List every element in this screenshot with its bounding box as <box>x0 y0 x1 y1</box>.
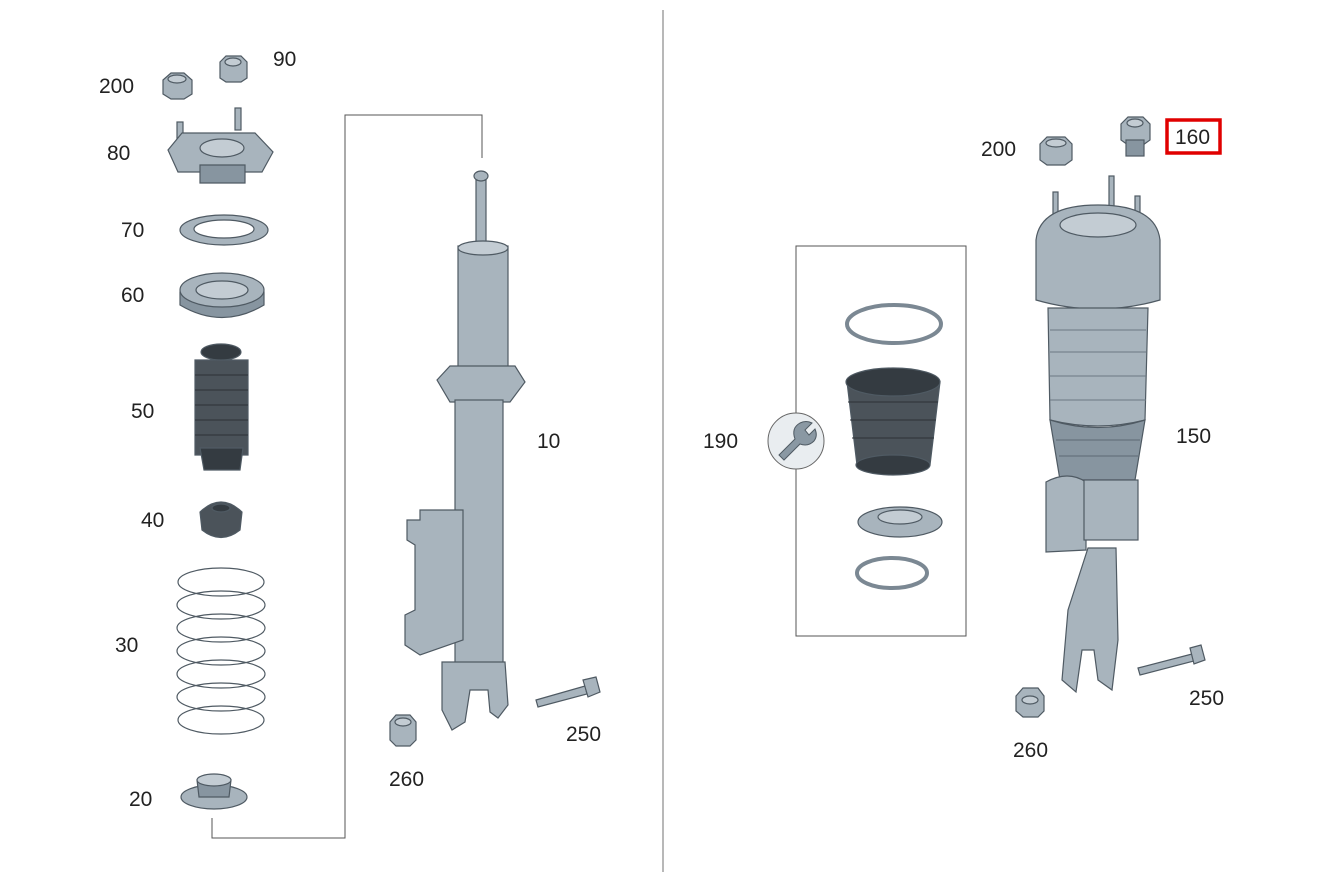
part-250-bolt-left[interactable] <box>535 676 601 708</box>
part-190-clamp-ring-lower[interactable] <box>855 556 929 590</box>
part-60-spring-pad[interactable] <box>179 272 265 319</box>
label-50: 50 <box>131 400 154 423</box>
part-200-nut-left[interactable] <box>162 72 193 100</box>
part-190-clamp-ring-upper[interactable] <box>845 303 943 345</box>
label-250-left: 250 <box>566 723 601 746</box>
part-260-nut-right[interactable] <box>1015 687 1045 718</box>
label-40: 40 <box>141 509 164 532</box>
assembly-bracket-line <box>211 114 483 839</box>
part-40-bump-stop[interactable] <box>199 501 243 539</box>
part-160-nut[interactable] <box>1120 116 1151 157</box>
part-190-bellows[interactable] <box>845 367 941 476</box>
label-160-highlight-box <box>1165 118 1222 155</box>
part-190-seat-ring[interactable] <box>857 506 943 538</box>
part-10-shock-absorber[interactable] <box>404 170 526 731</box>
label-260-left: 260 <box>389 768 424 791</box>
label-80: 80 <box>107 142 130 165</box>
label-10: 10 <box>537 430 560 453</box>
label-160[interactable]: 160 <box>1175 126 1210 149</box>
part-260-nut-left[interactable] <box>389 714 417 747</box>
part-70-washer[interactable] <box>179 214 269 246</box>
label-200-left: 200 <box>99 75 134 98</box>
label-60: 60 <box>121 284 144 307</box>
label-20: 20 <box>129 788 152 811</box>
label-190: 190 <box>703 430 738 453</box>
label-30: 30 <box>115 634 138 657</box>
wrench-icon[interactable] <box>767 412 825 470</box>
part-30-coil-spring[interactable] <box>176 567 266 735</box>
part-90-nut[interactable] <box>219 55 248 83</box>
label-150: 150 <box>1176 425 1211 448</box>
label-200-right: 200 <box>981 138 1016 161</box>
label-260-right: 260 <box>1013 739 1048 762</box>
part-150-air-strut[interactable] <box>1035 175 1161 694</box>
label-70: 70 <box>121 219 144 242</box>
label-250-right: 250 <box>1189 687 1224 710</box>
part-250-bolt-right[interactable] <box>1137 644 1206 676</box>
label-90: 90 <box>273 48 296 71</box>
part-50-dust-boot[interactable] <box>194 343 249 471</box>
part-200-nut-right[interactable] <box>1039 136 1073 166</box>
part-20-lower-seat[interactable] <box>180 773 248 810</box>
part-80-top-mount[interactable] <box>167 107 274 184</box>
